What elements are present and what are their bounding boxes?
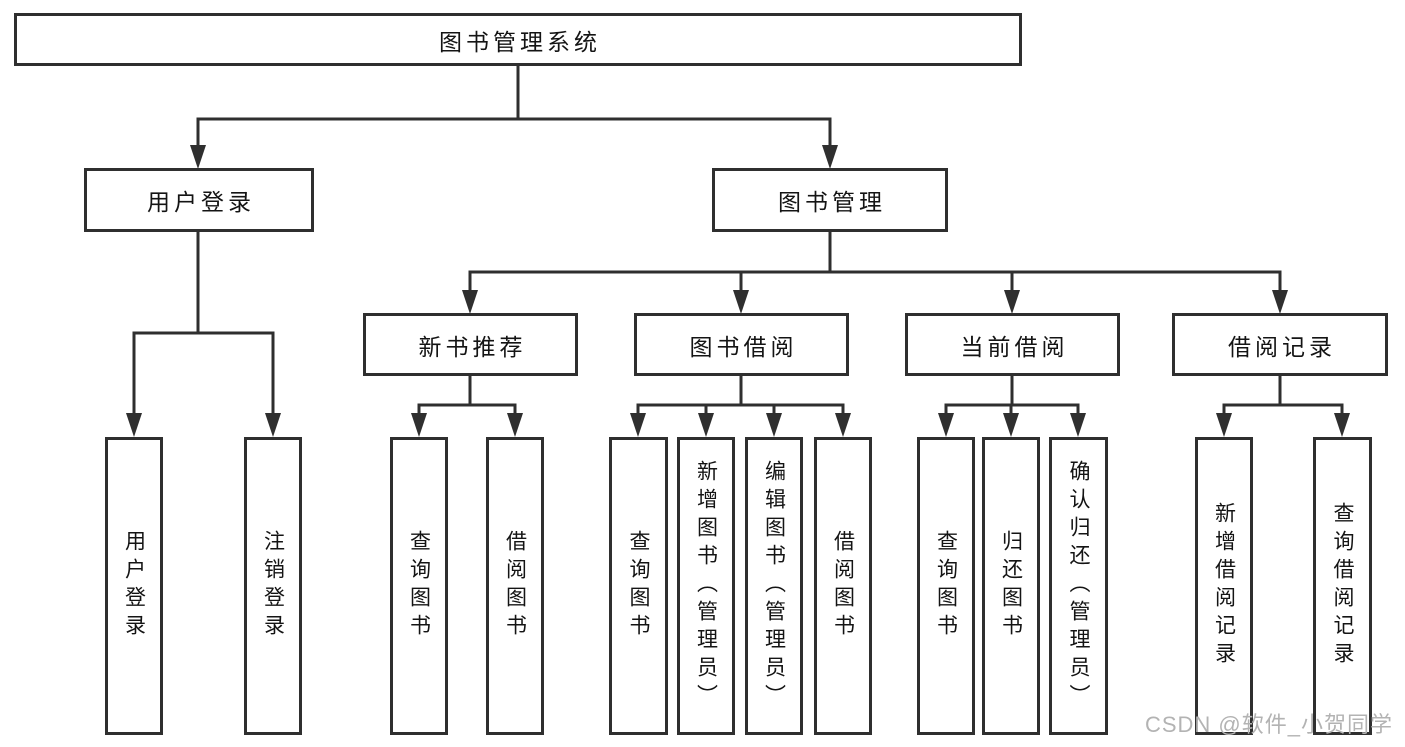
leaf-return-books: 归还图书 — [982, 437, 1040, 735]
leaf-query-books-recommend: 查询图书 — [390, 437, 448, 735]
leaf-add-books-admin: 新增图书（管理员） — [677, 437, 735, 735]
leaf-return-books-label: 归还图书 — [999, 530, 1023, 642]
leaf-edit-books-admin-label: 编辑图书（管理员） — [762, 460, 786, 712]
leaf-borrow-books-label: 借阅图书 — [831, 530, 855, 642]
node-borrowing-records: 借阅记录 — [1172, 313, 1388, 376]
node-root-label: 图书管理系统 — [439, 28, 601, 55]
node-current-borrowing: 当前借阅 — [905, 313, 1120, 376]
leaf-query-books-borrow-label: 查询图书 — [627, 530, 650, 642]
leaf-user-login-label: 用户登录 — [122, 530, 146, 642]
leaf-query-borrow-record: 查询借阅记录 — [1313, 437, 1372, 735]
leaf-borrow-books-recommend: 借阅图书 — [486, 437, 544, 735]
leaf-borrow-books-recommend-label: 借阅图书 — [503, 530, 527, 642]
node-user-login-label: 用户登录 — [147, 189, 255, 215]
leaf-logout-label: 注销登录 — [261, 530, 285, 642]
leaf-query-books-borrow: 查询图书 — [609, 437, 668, 735]
node-new-book-recommend-label: 新书推荐 — [418, 333, 527, 360]
leaf-query-books-current-label: 查询图书 — [934, 530, 958, 642]
node-borrowing-records-label: 借阅记录 — [1228, 333, 1336, 360]
leaf-add-borrow-record: 新增借阅记录 — [1195, 437, 1253, 735]
leaf-add-borrow-record-label: 新增借阅记录 — [1212, 502, 1236, 670]
leaf-borrow-books: 借阅图书 — [814, 437, 872, 735]
leaf-query-books-recommend-label: 查询图书 — [407, 530, 431, 642]
leaf-logout: 注销登录 — [244, 437, 302, 735]
node-root: 图书管理系统 — [14, 13, 1022, 66]
csdn-watermark: CSDN @软件_小贺同学 — [1144, 712, 1393, 737]
leaf-add-books-admin-label: 新增图书（管理员） — [694, 460, 718, 712]
leaf-confirm-return-admin: 确认归还（管理员） — [1049, 437, 1108, 735]
leaf-query-books-current: 查询图书 — [917, 437, 975, 735]
leaf-confirm-return-admin-label: 确认归还（管理员） — [1067, 460, 1090, 712]
node-current-borrowing-label: 当前借阅 — [960, 333, 1069, 360]
leaf-edit-books-admin: 编辑图书（管理员） — [745, 437, 803, 735]
leaf-query-borrow-record-label: 查询借阅记录 — [1331, 502, 1354, 670]
node-book-management-label: 图书管理 — [778, 189, 886, 215]
node-user-login: 用户登录 — [84, 168, 314, 232]
node-book-management: 图书管理 — [712, 168, 948, 232]
node-book-borrowing: 图书借阅 — [634, 313, 849, 376]
node-book-borrowing-label: 图书借阅 — [689, 333, 798, 360]
node-new-book-recommend: 新书推荐 — [363, 313, 578, 376]
leaf-user-login: 用户登录 — [105, 437, 163, 735]
